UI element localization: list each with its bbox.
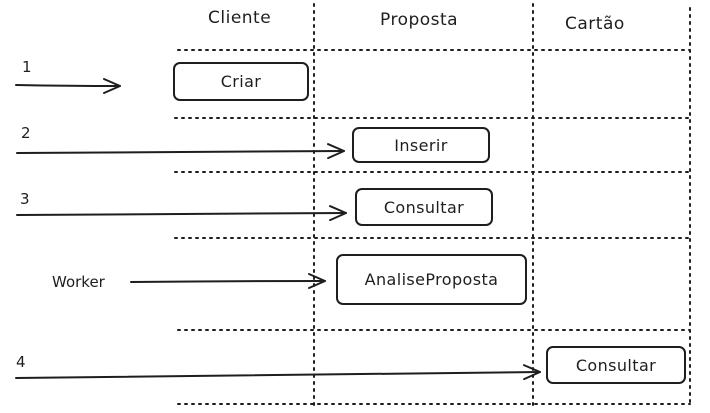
arrow-worker (130, 273, 326, 290)
grid-lines (174, 3, 691, 407)
column-header-proposta: Proposta (380, 10, 459, 30)
inserir-box: Inserir (352, 127, 490, 163)
consultar-proposta-box: Consultar (355, 188, 493, 226)
flow-label-1: 1 (22, 58, 32, 76)
column-header-cartao: Cartão (565, 14, 625, 34)
column-header-cliente: Cliente (208, 8, 272, 28)
arrow-3 (16, 205, 347, 222)
flow-label-3: 3 (20, 190, 30, 208)
flow-arrows (15, 77, 541, 381)
flow-label-2: 2 (21, 124, 31, 142)
criar-box: Criar (173, 62, 309, 101)
consultar-cartao-box: Consultar (546, 346, 686, 384)
analise-proposta-box: AnaliseProposta (336, 254, 527, 305)
arrow-2 (16, 143, 345, 160)
flow-label-4: 4 (16, 353, 26, 371)
arrow-1 (15, 77, 121, 94)
flow-label-worker: Worker (52, 273, 105, 291)
arrow-4 (15, 364, 541, 381)
